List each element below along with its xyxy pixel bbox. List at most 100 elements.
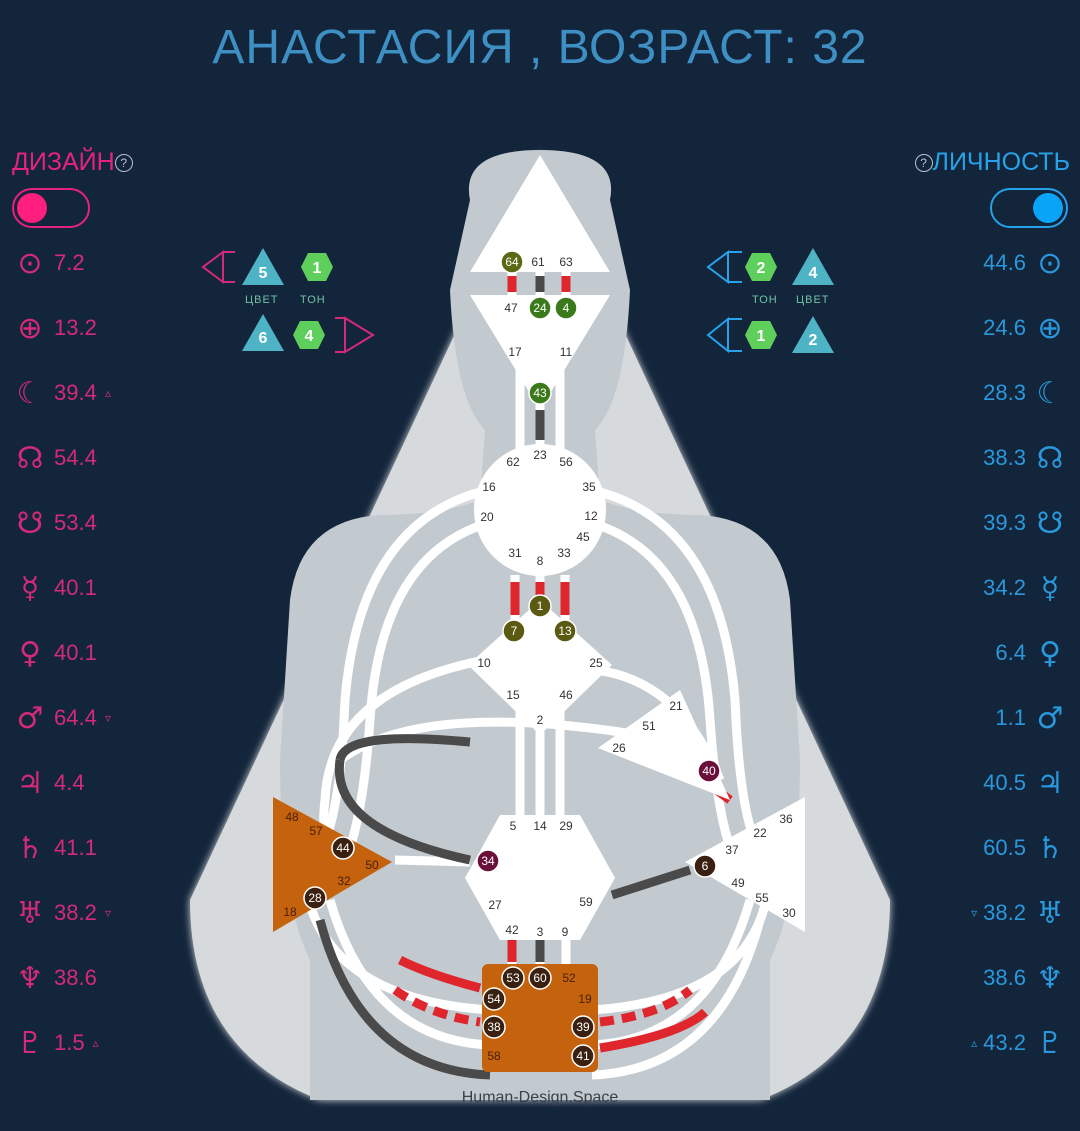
design-planet-row[interactable]: ♄41.1: [12, 828, 105, 868]
gate-54[interactable]: 54: [487, 992, 501, 1006]
gate-30[interactable]: 30: [782, 906, 796, 920]
gate-36[interactable]: 36: [779, 812, 793, 826]
active-gate-marker[interactable]: [331, 836, 355, 860]
gate-16[interactable]: 16: [482, 480, 496, 494]
gate-52[interactable]: 52: [562, 971, 576, 985]
gate-35[interactable]: 35: [582, 480, 596, 494]
sacral-center[interactable]: [465, 815, 615, 940]
gate-21[interactable]: 21: [669, 699, 683, 713]
active-gate-marker[interactable]: [697, 759, 721, 783]
gate-63[interactable]: 63: [559, 255, 573, 269]
personality-planet-row[interactable]: ▿38.2♅: [969, 893, 1068, 933]
gate-23[interactable]: 23: [533, 448, 547, 462]
heart-center[interactable]: [598, 690, 730, 800]
design-planet-row[interactable]: ♇1.5▵: [12, 1023, 99, 1063]
gate-10[interactable]: 10: [477, 656, 491, 670]
gate-12[interactable]: 12: [584, 509, 598, 523]
gate-14[interactable]: 14: [533, 819, 547, 833]
head-center[interactable]: [470, 155, 610, 272]
gate-44[interactable]: 44: [336, 841, 350, 855]
gate-20[interactable]: 20: [480, 510, 494, 524]
gate-24[interactable]: 24: [533, 301, 547, 315]
gate-61[interactable]: 61: [531, 255, 545, 269]
ajna-center[interactable]: [470, 295, 610, 410]
gate-59[interactable]: 59: [579, 895, 593, 909]
gate-19[interactable]: 19: [578, 992, 592, 1006]
help-icon[interactable]: ?: [914, 154, 933, 173]
personality-planet-row[interactable]: 38.6♆: [975, 958, 1068, 998]
gate-17[interactable]: 17: [508, 345, 522, 359]
active-gate-marker[interactable]: [501, 966, 525, 990]
tone-hexagon-icon[interactable]: 1: [745, 321, 777, 349]
gate-47[interactable]: 47: [504, 301, 518, 315]
gate-13[interactable]: 13: [558, 624, 572, 638]
gate-40[interactable]: 40: [702, 764, 716, 778]
design-planet-row[interactable]: ☊54.4: [12, 438, 105, 478]
design-planet-row[interactable]: ☋53.4: [12, 503, 105, 543]
gate-37[interactable]: 37: [725, 843, 739, 857]
gate-26[interactable]: 26: [612, 741, 626, 755]
color-triangle-icon[interactable]: 4: [792, 248, 834, 285]
design-planet-row[interactable]: ♀40.1: [12, 633, 105, 673]
active-gate-marker[interactable]: [571, 1015, 595, 1039]
personality-toggle[interactable]: [990, 188, 1068, 228]
gate-53[interactable]: 53: [506, 971, 520, 985]
gate-18[interactable]: 18: [283, 905, 297, 919]
gate-57[interactable]: 57: [309, 824, 323, 838]
active-gate-marker[interactable]: [528, 594, 552, 618]
active-gate-marker[interactable]: [553, 619, 577, 643]
design-toggle[interactable]: [12, 188, 90, 228]
gate-45[interactable]: 45: [576, 530, 590, 544]
design-planet-row[interactable]: ☾39.4▵: [12, 373, 111, 413]
gate-64[interactable]: 64: [505, 255, 519, 269]
design-planet-row[interactable]: ☿40.1: [12, 568, 105, 608]
active-gate-marker[interactable]: [528, 296, 552, 320]
gate-56[interactable]: 56: [559, 455, 573, 469]
gate-22[interactable]: 22: [753, 826, 767, 840]
gate-34[interactable]: 34: [481, 854, 495, 868]
gate-25[interactable]: 25: [589, 656, 603, 670]
gate-28[interactable]: 28: [308, 891, 322, 905]
design-planet-row[interactable]: ⊙7.2: [12, 243, 93, 283]
personality-planet-row[interactable]: 39.3☋: [975, 503, 1068, 543]
active-gate-marker[interactable]: [476, 849, 500, 873]
spleen-center[interactable]: [273, 797, 392, 932]
gate-2[interactable]: 2: [537, 713, 544, 727]
active-gate-marker[interactable]: [571, 1044, 595, 1068]
gate-42[interactable]: 42: [505, 923, 519, 937]
gate-43[interactable]: 43: [533, 386, 547, 400]
active-gate-marker[interactable]: [482, 987, 506, 1011]
color-triangle-icon[interactable]: 5: [242, 248, 284, 285]
gate-6[interactable]: 6: [702, 859, 709, 873]
personality-planet-row[interactable]: 40.5♃: [975, 763, 1068, 803]
design-planet-row[interactable]: ♂64.4▿: [12, 698, 111, 738]
gate-41[interactable]: 41: [576, 1049, 590, 1063]
personality-planet-row[interactable]: 28.3☾: [975, 373, 1068, 413]
color-triangle-icon[interactable]: 2: [792, 316, 834, 353]
gate-60[interactable]: 60: [533, 971, 547, 985]
left-arrow-icon[interactable]: [201, 250, 235, 284]
gate-46[interactable]: 46: [559, 688, 573, 702]
active-gate-marker[interactable]: [500, 250, 524, 274]
personality-planet-row[interactable]: 6.4♀: [987, 633, 1068, 673]
gate-50[interactable]: 50: [365, 858, 379, 872]
gate-51[interactable]: 51: [642, 719, 656, 733]
gate-31[interactable]: 31: [508, 546, 522, 560]
solar-plexus-center[interactable]: [685, 797, 805, 932]
gate-48[interactable]: 48: [285, 810, 299, 824]
active-gate-marker[interactable]: [693, 854, 717, 878]
tone-hexagon-icon[interactable]: 2: [745, 253, 777, 281]
active-gate-marker[interactable]: [528, 381, 552, 405]
gate-5[interactable]: 5: [510, 819, 517, 833]
gate-11[interactable]: 11: [560, 345, 573, 359]
gate-3[interactable]: 3: [537, 925, 544, 939]
left-arrow-icon[interactable]: [706, 250, 742, 284]
gate-32[interactable]: 32: [337, 874, 351, 888]
gate-15[interactable]: 15: [506, 688, 520, 702]
gate-38[interactable]: 38: [487, 1020, 501, 1034]
active-gate-marker[interactable]: [528, 966, 552, 990]
gate-9[interactable]: 9: [562, 925, 569, 939]
throat-center[interactable]: [474, 444, 606, 576]
gate-39[interactable]: 39: [576, 1020, 590, 1034]
personality-planet-row[interactable]: ▵43.2♇: [969, 1023, 1068, 1063]
